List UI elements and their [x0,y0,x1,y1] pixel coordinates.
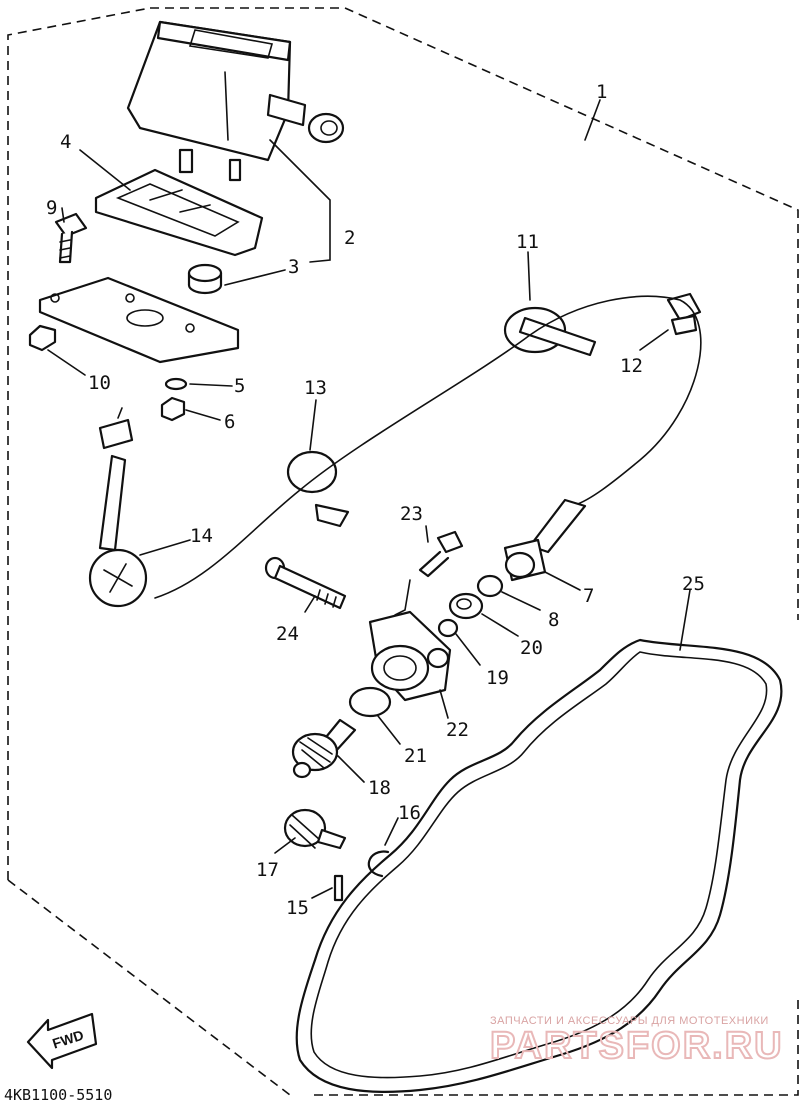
gear-housing-22 [368,610,452,702]
part-label-13: 13 [304,377,327,399]
forward-direction-badge: FWD [26,1012,98,1070]
part-label-11: 11 [516,231,539,253]
watermark-tagline: ЗАПЧАСТИ И АКСЕССУАРЫ ДЛЯ МОТОТЕХНИКИ [490,1015,769,1027]
part-label-5: 5 [234,375,245,397]
part-label-8: 8 [548,609,559,631]
drawing-code: 4KB1100-5510 [4,1086,112,1104]
part-label-2: 2 [344,227,355,249]
drive-gear-18 [291,718,357,779]
part-label-16: 16 [398,802,421,824]
part-label-1: 1 [596,81,607,103]
bolt-24 [264,556,347,610]
part-label-9: 9 [46,197,57,219]
assembly-boundary [7,7,799,1096]
part-label-6: 6 [224,411,235,433]
part-label-14: 14 [190,525,213,547]
part-label-3: 3 [288,256,299,278]
part-label-10: 10 [88,372,111,394]
bolt-9 [54,212,88,264]
leader-lines [47,99,691,899]
part-label-4: 4 [60,131,71,153]
crankcase-gasket-inner [310,651,768,1079]
rubber-damper [187,263,223,295]
nut-10 [28,324,57,352]
part-label-7: 7 [583,585,594,607]
forward-arrow-icon [26,1012,98,1070]
part-label-21: 21 [404,745,427,767]
nut-6 [160,396,186,422]
part-label-17: 17 [256,859,279,881]
crankcase-gasket-25 [295,638,783,1094]
screw-23 [394,530,464,616]
driven-gear-17 [283,808,347,850]
washer-5 [164,377,188,391]
cable-end-7 [503,498,587,582]
part-label-19: 19 [486,667,509,689]
part-label-22: 22 [446,719,469,741]
meter-lamp-14 [88,407,148,608]
mounting-plate [38,276,240,364]
part-label-24: 24 [276,623,299,645]
o-ring-21 [348,686,392,718]
cable-clip-12 [666,292,702,336]
cable-clamp-13 [286,450,350,528]
part-label-23: 23 [400,503,423,525]
watermark-brand: PARTSFOR.RU [490,1025,784,1067]
meter-bracket [94,168,264,257]
part-label-15: 15 [286,897,309,919]
washer-19 [437,618,459,638]
o-ring-8 [476,574,504,598]
part-label-20: 20 [520,637,543,659]
bearing-20 [448,592,484,620]
pin-15 [333,874,344,902]
meter-cable [154,295,702,599]
cable-band-11 [503,306,597,357]
part-label-25: 25 [682,573,705,595]
part-label-18: 18 [368,777,391,799]
part-label-12: 12 [620,355,643,377]
speedometer-unit [126,20,345,182]
